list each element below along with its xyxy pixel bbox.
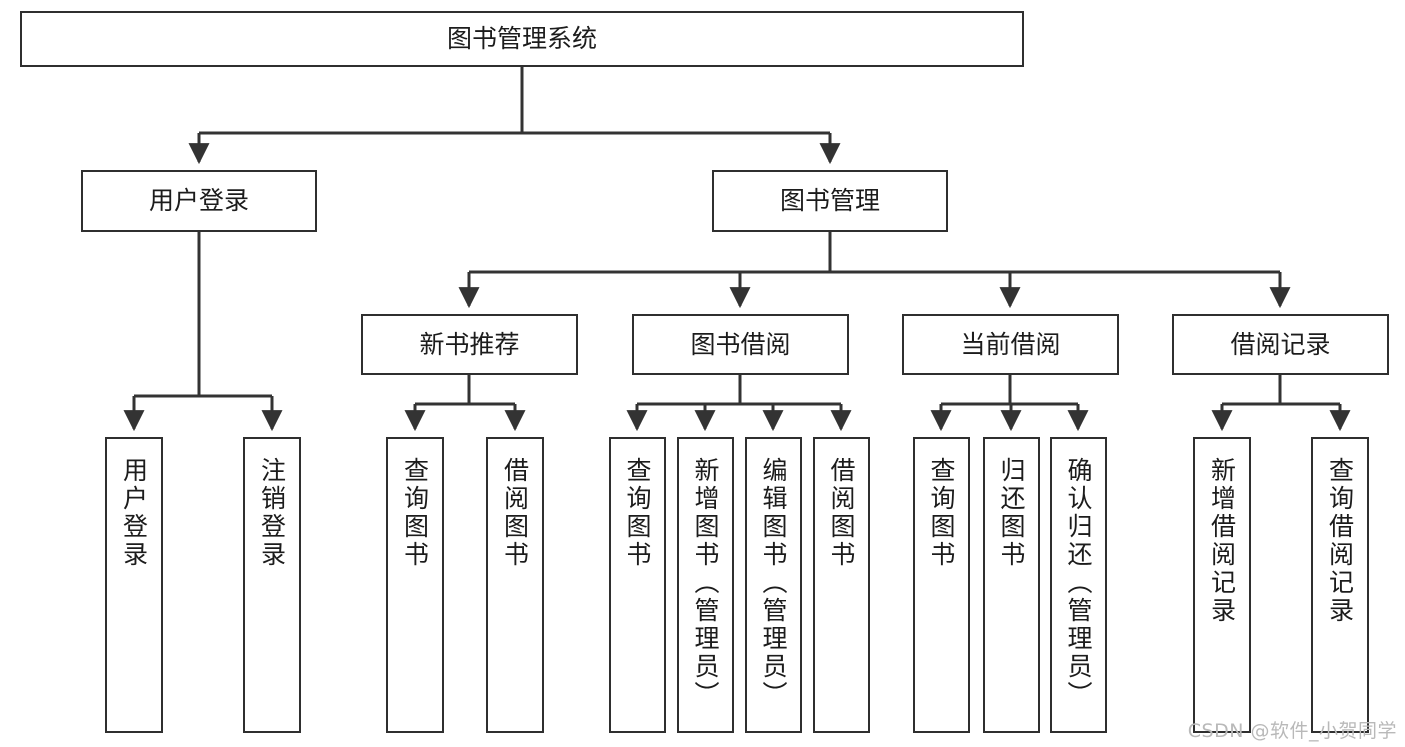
node-book-manage-label: 图书管理 [779, 186, 880, 215]
connector-currentborrow-to-leaves [930, 375, 1089, 432]
leaf-bb-add-book[interactable]: 新增图书（管理员） [677, 437, 734, 733]
leaf-br-query-record[interactable]: 查询借阅记录 [1311, 437, 1369, 733]
connector-bookmanage-to-level3 [458, 232, 1291, 309]
leaf-br-add-record-label: 新增借阅记录 [1207, 457, 1237, 625]
leaf-rec-query-book[interactable]: 查询图书 [386, 437, 444, 733]
connector-bookborrow-to-leaves [626, 375, 852, 432]
node-current-borrow[interactable]: 当前借阅 [902, 314, 1119, 375]
leaf-bb-add-book-label: 新增图书（管理员） [691, 457, 720, 709]
leaf-bb-query-book[interactable]: 查询图书 [609, 437, 666, 733]
leaf-cb-query-book-label: 查询图书 [927, 457, 956, 569]
csdn-watermark: CSDN @软件_小贺同学 [1187, 720, 1397, 742]
leaf-bb-edit-book[interactable]: 编辑图书（管理员） [745, 437, 802, 733]
node-borrow-record[interactable]: 借阅记录 [1172, 314, 1389, 375]
connector-root-to-level2 [188, 67, 841, 165]
leaf-cb-confirm-return-label: 确认归还（管理员） [1064, 457, 1093, 709]
leaf-bb-borrow-book-label: 借阅图书 [827, 457, 856, 569]
leaf-rec-borrow-book[interactable]: 借阅图书 [486, 437, 544, 733]
node-root-label: 图书管理系统 [446, 24, 597, 53]
node-borrow-record-label: 借阅记录 [1230, 329, 1331, 359]
connector-userlogin-to-leaves [123, 232, 283, 432]
leaf-br-add-record[interactable]: 新增借阅记录 [1193, 437, 1251, 733]
leaf-bb-edit-book-label: 编辑图书（管理员） [759, 457, 788, 709]
node-user-login-label: 用户登录 [148, 186, 249, 215]
node-new-book-rec[interactable]: 新书推荐 [361, 314, 578, 375]
leaf-cb-return-book-label: 归还图书 [997, 457, 1026, 569]
node-book-borrow[interactable]: 图书借阅 [632, 314, 849, 375]
leaf-cb-query-book[interactable]: 查询图书 [913, 437, 970, 733]
node-root[interactable]: 图书管理系统 [20, 11, 1024, 67]
node-user-login[interactable]: 用户登录 [81, 170, 317, 232]
leaf-cb-confirm-return[interactable]: 确认归还（管理员） [1050, 437, 1107, 733]
leaf-bb-borrow-book[interactable]: 借阅图书 [813, 437, 870, 733]
node-new-book-rec-label: 新书推荐 [419, 329, 520, 359]
leaf-br-query-record-label: 查询借阅记录 [1325, 457, 1355, 625]
leaf-user-login-label: 用户登录 [119, 457, 149, 569]
leaf-rec-borrow-book-label: 借阅图书 [500, 457, 530, 569]
leaf-logout[interactable]: 注销登录 [243, 437, 301, 733]
node-current-borrow-label: 当前借阅 [960, 329, 1061, 359]
connector-newbookrec-to-leaves [404, 375, 526, 432]
leaf-rec-query-book-label: 查询图书 [400, 457, 430, 569]
leaf-logout-label: 注销登录 [257, 457, 287, 569]
connector-borrowrecord-to-leaves [1211, 375, 1351, 432]
leaf-cb-return-book[interactable]: 归还图书 [983, 437, 1040, 733]
leaf-bb-query-book-label: 查询图书 [623, 457, 652, 569]
node-book-manage[interactable]: 图书管理 [712, 170, 948, 232]
node-book-borrow-label: 图书借阅 [690, 329, 791, 359]
leaf-user-login[interactable]: 用户登录 [105, 437, 163, 733]
